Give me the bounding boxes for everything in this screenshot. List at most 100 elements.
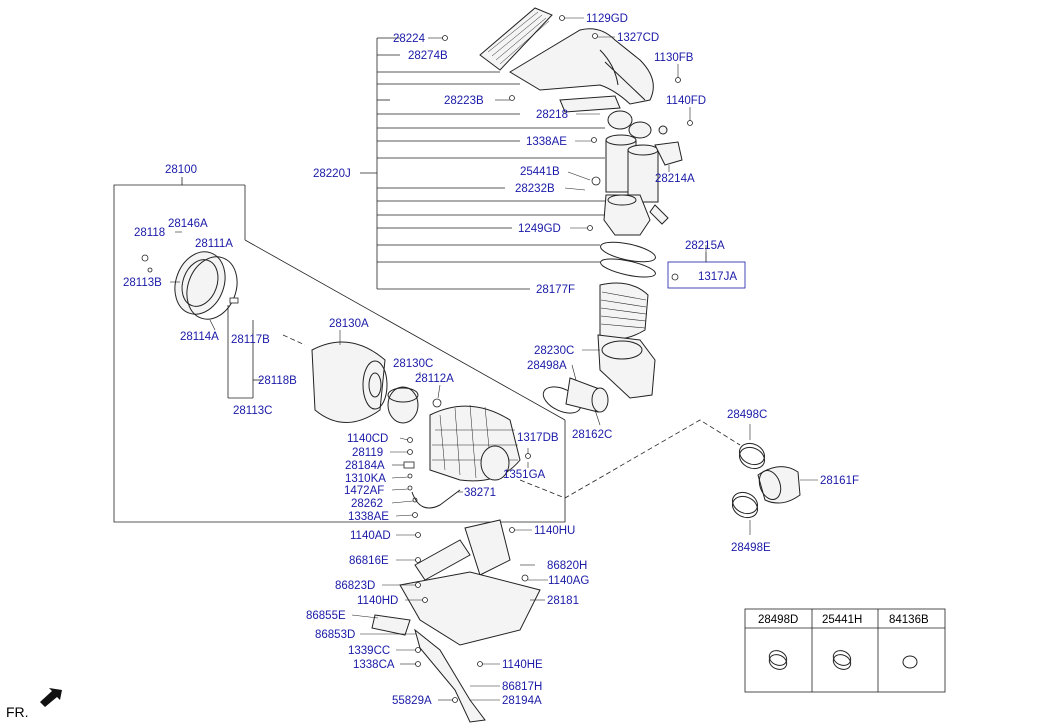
label-1327CD: 1327CD xyxy=(617,32,659,44)
air-cleaner-cover xyxy=(174,251,238,320)
clamp-upper xyxy=(738,442,766,470)
label-1249GD: 1249GD xyxy=(518,223,561,235)
label-1310KA: 1310KA xyxy=(345,473,386,485)
leader-lines xyxy=(170,17,818,701)
label-1129GD: 1129GD xyxy=(586,13,628,25)
label-1140HU: 1140HU xyxy=(534,525,575,537)
label-1130FB: 1130FB xyxy=(654,52,694,64)
label-28100: 28100 xyxy=(165,164,197,176)
label-28177F: 28177F xyxy=(536,284,575,296)
label-86817H: 86817H xyxy=(502,681,542,693)
label-38271: 38271 xyxy=(464,487,496,499)
legend-clamp-icon-2 xyxy=(832,650,852,670)
callout-frame-28100 xyxy=(113,177,566,523)
label-28223B: 28223B xyxy=(444,95,484,107)
label-1140AD: 1140AD xyxy=(350,530,391,542)
label-28114A: 28114A xyxy=(180,331,219,343)
label-1338AE-bottom: 1338AE xyxy=(348,511,389,523)
label-28498A: 28498A xyxy=(527,360,567,372)
label-28230C: 28230C xyxy=(534,345,574,357)
intake-grille xyxy=(479,7,553,71)
label-28112A: 28112A xyxy=(415,373,454,385)
label-1317JA: 1317JA xyxy=(698,271,737,283)
label-25441B: 25441B xyxy=(520,166,560,178)
label-86855E: 86855E xyxy=(306,610,346,622)
housing-hardware xyxy=(403,398,531,518)
label-28218: 28218 xyxy=(536,109,568,121)
intake-duct-upper xyxy=(509,28,654,105)
legend-table: 28498D 25441H 84136B xyxy=(744,608,946,693)
label-86853D: 86853D xyxy=(315,629,355,641)
label-1140CD: 1140CD xyxy=(347,433,388,445)
label-28111A: 28111A xyxy=(195,238,233,250)
lower-bracket-stack xyxy=(371,519,541,723)
label-28113C: 28113C xyxy=(233,405,272,417)
filter-element xyxy=(311,341,388,423)
label-28215A: 28215A xyxy=(685,240,725,252)
label-1140FD: 1140FD xyxy=(666,95,706,107)
label-86820H: 86820H xyxy=(547,560,587,572)
bellows-hose xyxy=(599,282,649,340)
label-1472AF: 1472AF xyxy=(344,485,384,497)
clamp-lower xyxy=(731,491,759,519)
label-28184A: 28184A xyxy=(345,460,385,472)
label-28117B: 28117B xyxy=(231,334,270,346)
label-28224: 28224 xyxy=(393,33,426,45)
label-1140HD: 1140HD xyxy=(357,595,398,607)
label-28118B: 28118B xyxy=(258,375,297,387)
front-direction-arrow-icon xyxy=(40,688,62,707)
label-fr: FR. xyxy=(6,704,29,720)
label-28130C: 28130C xyxy=(393,358,433,370)
label-1338AE-top: 1338AE xyxy=(526,136,567,148)
label-1339CC: 1339CC xyxy=(348,645,390,657)
label-28220J: 28220J xyxy=(313,168,351,180)
duct-bracket xyxy=(559,95,621,113)
duct-y-junction xyxy=(603,194,669,236)
duct-valve-pair xyxy=(607,110,652,139)
callout-bracket-28220J xyxy=(360,37,605,290)
hose-and-clamp xyxy=(542,377,609,414)
legend-header-84136B: 84136B xyxy=(889,614,929,626)
cover-clips xyxy=(141,254,239,304)
legend-clamp-icon xyxy=(768,650,788,670)
label-86816E: 86816E xyxy=(349,555,389,567)
air-cleaner-housing xyxy=(429,404,521,482)
duct-bracket-side xyxy=(654,125,683,166)
label-28119: 28119 xyxy=(352,447,383,459)
label-28118: 28118 xyxy=(134,227,165,239)
label-28161F: 28161F xyxy=(820,475,859,487)
callout-dashed-route xyxy=(519,419,741,499)
label-1140AG: 1140AG xyxy=(548,575,589,587)
label-28194A: 28194A xyxy=(502,695,542,707)
legend-header-25441H: 25441H xyxy=(822,614,862,626)
label-1140HE: 1140HE xyxy=(502,659,543,671)
label-28262: 28262 xyxy=(351,498,383,510)
label-28181: 28181 xyxy=(547,595,579,607)
label-28113B: 28113B xyxy=(123,277,162,289)
label-55829A: 55829A xyxy=(392,695,432,707)
vacuum-hose xyxy=(411,489,461,509)
duct-seal-rings xyxy=(600,241,656,278)
label-28130A: 28130A xyxy=(329,318,369,330)
callout-box-1317JA xyxy=(667,252,746,289)
label-28232B: 28232B xyxy=(515,183,555,195)
legend-oring-icon xyxy=(902,655,918,669)
duct-tubes xyxy=(605,134,659,203)
fasteners-upper xyxy=(442,15,693,281)
inner-filter xyxy=(387,386,419,424)
label-28146A: 28146A xyxy=(168,218,208,230)
label-1351GA: 1351GA xyxy=(503,469,546,481)
label-28274B: 28274B xyxy=(408,50,448,62)
label-28162C: 28162C xyxy=(572,429,612,441)
label-1338CA: 1338CA xyxy=(353,659,395,671)
label-1317DB: 1317DB xyxy=(517,432,559,444)
label-28214A: 28214A xyxy=(655,173,695,185)
label-28498E: 28498E xyxy=(731,542,771,554)
label-28498C: 28498C xyxy=(727,409,767,421)
callout-bracket-28113C xyxy=(227,305,306,399)
duct-adapter xyxy=(597,334,656,399)
hose-elbow xyxy=(757,466,801,504)
label-86823D: 86823D xyxy=(335,580,375,592)
legend-header-28498D: 28498D xyxy=(758,614,798,626)
